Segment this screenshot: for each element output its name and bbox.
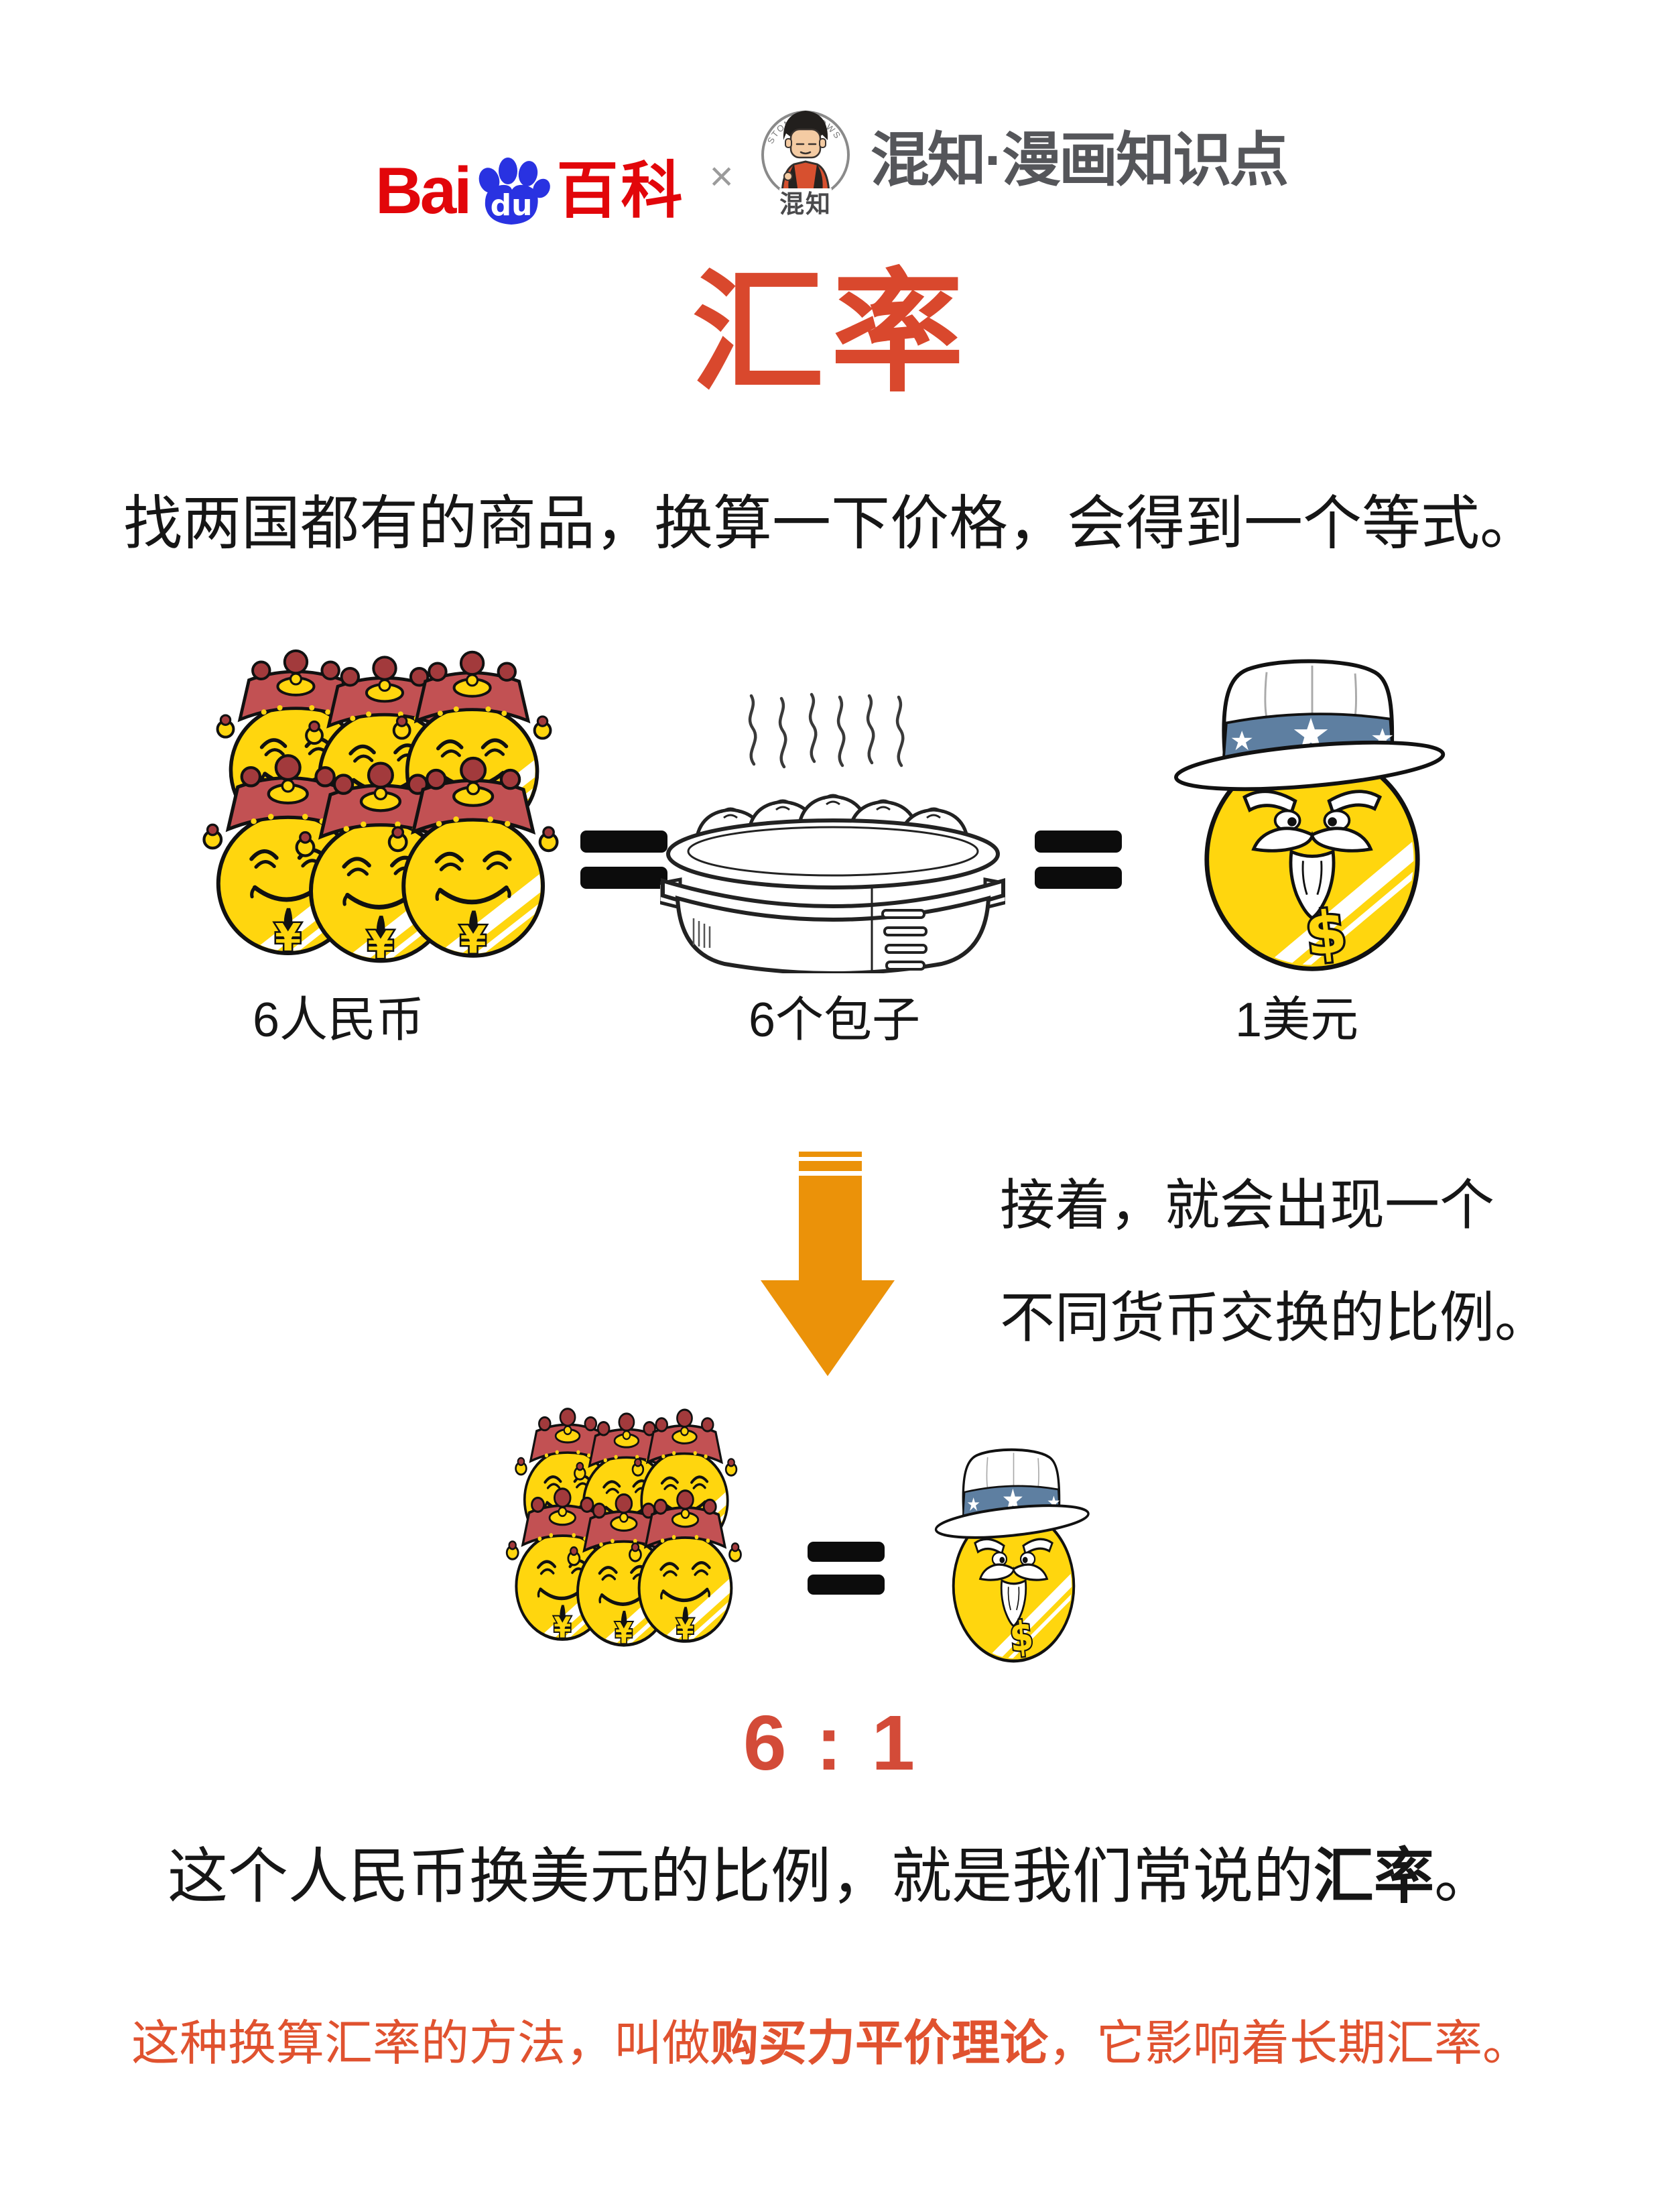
usd-coin-illustration-small bbox=[928, 1438, 1099, 1666]
arrow-note-line2: 不同货币交换的比例。 bbox=[1000, 1288, 1550, 1349]
usd-coin-illustration bbox=[1161, 645, 1463, 977]
baidu-paw-icon: du bbox=[479, 158, 551, 225]
down-arrow-icon bbox=[761, 1152, 895, 1376]
equals-bar bbox=[808, 1542, 885, 1562]
caption-cny: 6人民币 bbox=[252, 993, 425, 1047]
conclusion-text: 这个人民币换美元的比例，就是我们常说的汇率。 bbox=[0, 1841, 1662, 1913]
baidu-baike-logo: Bai du 百科 bbox=[375, 141, 686, 230]
header: Bai du 百科 × STONE KNOWS bbox=[0, 86, 1662, 230]
equals-bar bbox=[1035, 831, 1122, 853]
equals-sign bbox=[808, 1542, 885, 1607]
hunzhi-wordmark: 混知·漫画知识点 bbox=[870, 127, 1289, 193]
equals-bar bbox=[1035, 867, 1122, 889]
equals-bar bbox=[808, 1575, 885, 1595]
equals-bar bbox=[580, 867, 667, 889]
conclusion-emphasis: 汇率 bbox=[1314, 1843, 1434, 1910]
footnote-suffix: ，它影响着长期汇率。 bbox=[1048, 2017, 1531, 2071]
baidu-bai-text: Bai bbox=[375, 153, 472, 227]
arrow-note-line1: 接着，就会出现一个 bbox=[1000, 1175, 1495, 1236]
cny-coin-bags-illustration bbox=[190, 637, 605, 1002]
collab-x-separator: × bbox=[709, 153, 734, 200]
footnote-emphasis: 购买力平价理论 bbox=[710, 2017, 1048, 2071]
conclusion-prefix: 这个人民币换美元的比例，就是我们常说的 bbox=[168, 1843, 1314, 1910]
baidu-baike-text: 百科 bbox=[556, 157, 686, 225]
exchange-ratio: 6 : 1 bbox=[743, 1699, 919, 1786]
conclusion-suffix: 。 bbox=[1434, 1843, 1494, 1910]
intro-text: 找两国都有的商品，换算一下价格，会得到一个等式。 bbox=[123, 490, 1539, 556]
hunzhi-mascot bbox=[781, 111, 830, 194]
equals-sign bbox=[1035, 831, 1122, 903]
footnote-text: 这种换算汇率的方法，叫做购买力平价理论，它影响着长期汇率。 bbox=[0, 2015, 1662, 2073]
equals-bar bbox=[580, 831, 667, 853]
hunzhi-logo-badge: STONE KNOWS 混知 bbox=[761, 111, 850, 218]
footnote-prefix: 这种换算汇率的方法，叫做 bbox=[131, 2017, 710, 2071]
steamer-basket bbox=[660, 818, 1005, 973]
caption-usd: 1美元 bbox=[1234, 993, 1359, 1047]
caption-buns: 6个包子 bbox=[748, 993, 921, 1047]
page-title: 汇率 bbox=[692, 259, 970, 407]
hunzhi-label: 混知 bbox=[779, 190, 832, 218]
steamed-buns-illustration bbox=[660, 692, 1005, 973]
equals-sign bbox=[580, 831, 667, 903]
vent-slits bbox=[881, 909, 928, 971]
cny-coin-bags-illustration-small bbox=[497, 1398, 773, 1676]
steam-lines bbox=[748, 692, 905, 769]
baidu-du-text: du bbox=[491, 188, 533, 223]
